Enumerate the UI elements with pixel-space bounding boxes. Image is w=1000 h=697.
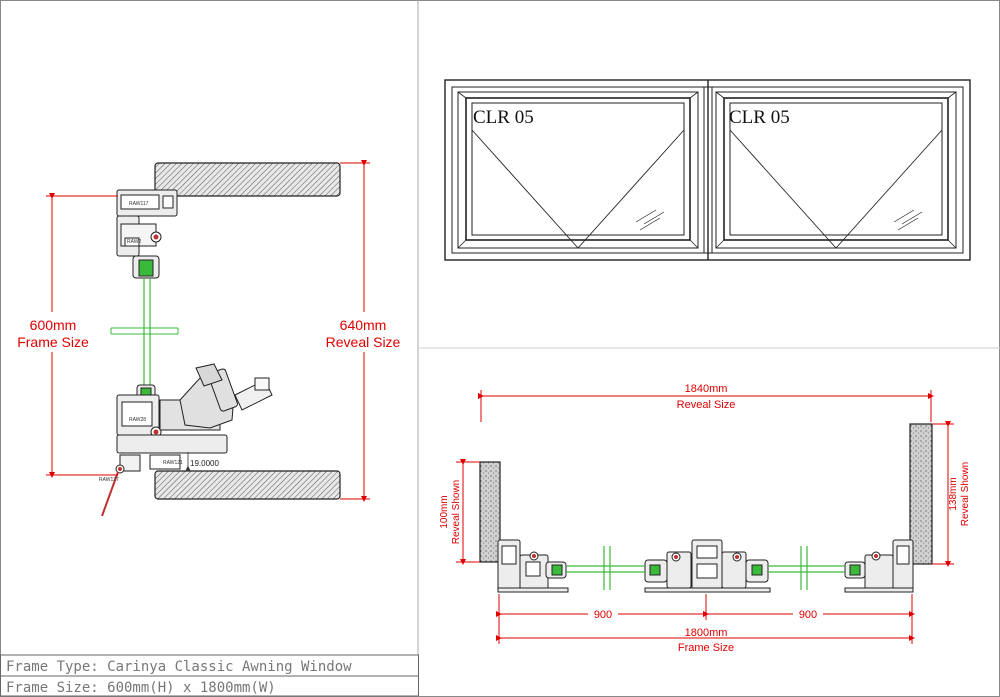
head-profile <box>116 189 178 279</box>
left-reveal-value: 100mm <box>439 495 450 528</box>
sill-wall <box>154 470 341 500</box>
window-handle <box>101 471 119 517</box>
plan-reveal-label: Reveal Size <box>677 399 736 411</box>
plan-frame-profiles <box>497 539 914 593</box>
right-reveal-wall <box>909 423 933 565</box>
chain-winder <box>179 363 273 429</box>
plan-reveal-dimension <box>478 390 934 422</box>
left-sash <box>457 91 699 249</box>
frame-size-text: Frame Size: 600mm(H) x 1800mm(W) <box>6 680 276 696</box>
right-reveal-dimension <box>932 421 954 567</box>
left-reveal-label: Reveal Shown <box>451 480 462 544</box>
title-block: Frame Type: Carinya Classic Awning Windo… <box>0 654 419 697</box>
sill-height-value: 19.0000 <box>190 459 219 468</box>
profile-code-5: RAW127 <box>99 477 119 483</box>
frame-type-text: Frame Type: Carinya Classic Awning Windo… <box>6 659 352 675</box>
frame-size-label: Frame Size <box>17 334 89 350</box>
reveal-size-value: 640mm <box>340 317 387 333</box>
profile-code-3: RAW28 <box>129 417 146 423</box>
vertical-section-view: RAW117 RAW2 <box>10 160 408 517</box>
sash-label-left: CLR 05 <box>473 107 534 128</box>
glass-pane-vertical <box>143 278 151 385</box>
reveal-size-label: Reveal Size <box>326 334 401 350</box>
plan-reveal-value: 1840mm <box>685 383 728 395</box>
right-reveal-label: Reveal Shown <box>960 462 971 526</box>
left-reveal-wall <box>479 461 501 563</box>
sash-label-right: CLR 05 <box>729 107 790 128</box>
glass-break-symbol <box>110 327 179 335</box>
profile-code-4: RAW121 <box>163 460 183 466</box>
profile-code-1: RAW117 <box>129 201 149 207</box>
frame-size-value: 600mm <box>30 317 77 333</box>
right-sash <box>715 91 957 249</box>
profile-code-2: RAW2 <box>127 239 141 245</box>
sash-width-right: 900 <box>799 609 817 621</box>
right-reveal-value: 138mm <box>948 477 959 510</box>
plan-frame-label: Frame Size <box>678 642 734 654</box>
left-reveal-dimension <box>456 459 480 565</box>
front-elevation-view <box>444 79 971 261</box>
head-wall <box>154 162 341 197</box>
sash-width-left: 900 <box>594 609 612 621</box>
plan-section-view: 1840mm Reveal Size 900 900 1800mm Frame … <box>439 383 971 654</box>
plan-frame-value: 1800mm <box>685 627 728 639</box>
plan-glass-panes <box>566 546 845 590</box>
